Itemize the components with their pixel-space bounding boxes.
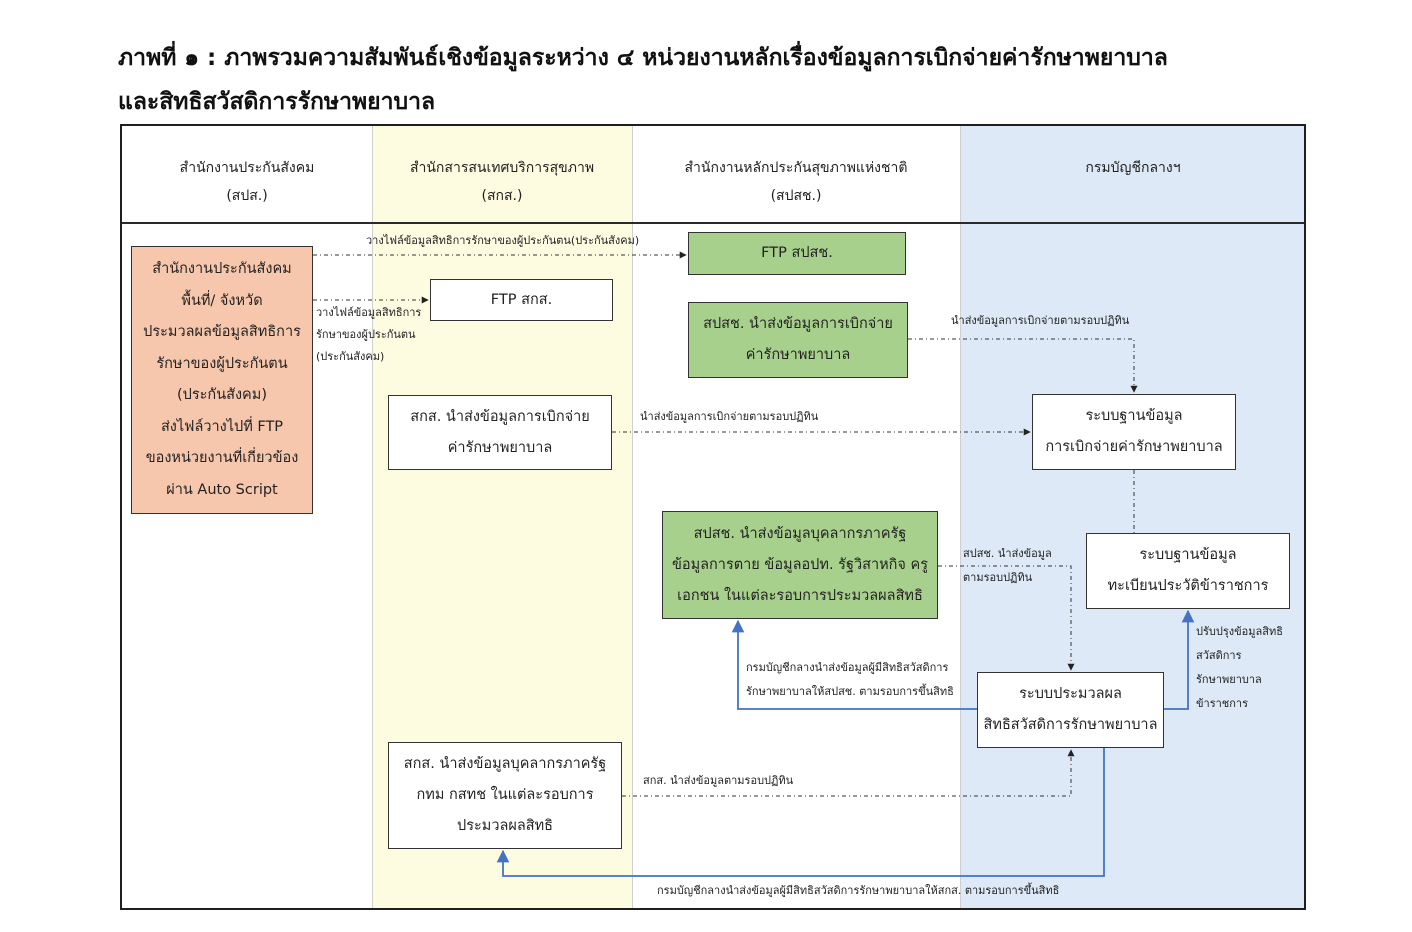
edge-label-text: ข้าราชการ [1196, 697, 1248, 710]
node-chi-claims: สกส. นำส่งข้อมูลการเบิกจ่าย ค่ารักษาพยาบ… [388, 395, 612, 470]
node-text: สิทธิสวัสดิการรักษาพยาบาล [983, 717, 1158, 733]
edge-nhso-personnel-to-processing [938, 565, 1075, 671]
edge-label-text: รักษาพยาบาล [1196, 673, 1262, 686]
lane-header-name: สำนักงานหลักประกันสุขภาพแห่งชาติ [684, 160, 908, 176]
edge-label-processing-to-registry: ปรับปรุงข้อมูลสิทธิ สวัสดิการ รักษาพยาบา… [1196, 620, 1283, 716]
node-text: ส่งไฟล์วางไปที่ FTP [160, 418, 284, 435]
node-ftp-chi: FTP สกส. [430, 279, 613, 321]
edge-label-text: ตามรอบปฏิทิน [963, 571, 1033, 584]
node-text: สปสช. นำส่งข้อมูลการเบิกจ่าย [703, 316, 893, 332]
node-text: ระบบฐานข้อมูล [1139, 547, 1237, 563]
node-text: (ประกันสังคม) [177, 387, 267, 403]
node-text: สกส. นำส่งข้อมูลการเบิกจ่าย [410, 408, 590, 425]
node-text: FTP สกส. [490, 291, 553, 308]
edge-processing-to-nhso [731, 619, 977, 710]
lane-header-name: กรมบัญชีกลางฯ [1085, 160, 1181, 176]
edge-label-sso-to-ftp-chi: วางไฟล์ข้อมูลสิทธิการ รักษาของผู้ประกันต… [316, 302, 421, 368]
node-text: การเบิกจ่ายค่ารักษาพยาบาล [1045, 439, 1223, 455]
edge-label-text: วางไฟล์ข้อมูลสิทธิการ [316, 306, 422, 319]
edge-label-text: สวัสดิการ [1196, 649, 1242, 662]
edge-label-text: สปสช. นำส่งข้อมูล [963, 547, 1052, 560]
lane-cgd [960, 126, 1304, 908]
header-divider [122, 222, 1304, 224]
edge-label-text: รักษาของผู้ประกันตน [316, 328, 416, 341]
node-text: ผ่าน Auto Script [166, 481, 278, 498]
edge-label-nhso-to-claims-db: นำส่งข้อมูลการเบิกจ่ายตามรอบปฏิทิน [951, 309, 1129, 333]
edge-label-sso-to-ftp-nhso: วางไฟล์ข้อมูลสิทธิการรักษาของผู้ประกันตน… [366, 229, 639, 253]
edge-processing-to-chi [496, 748, 1105, 877]
figure-title-line1: ภาพที่ ๑ : ภาพรวมความสัมพันธ์เชิงข้อมูลร… [118, 45, 1168, 71]
node-text: สกส. นำส่งข้อมูลบุคลากรภาครัฐ [403, 756, 607, 772]
node-text: ประมวลผลสิทธิ [456, 818, 553, 834]
lane-header-nhso: สำนักงานหลักประกันสุขภาพแห่งชาติ (สปสช.) [632, 154, 960, 210]
lane-divider [372, 126, 373, 908]
edge-label-processing-to-chi: กรมบัญชีกลางนำส่งข้อมูลผู้มีสิทธิสวัสดิก… [657, 879, 1059, 903]
lane-header-abbr: (สปสช.) [770, 188, 822, 204]
edge-label-processing-to-nhso: กรมบัญชีกลางนำส่งข้อมูลผู้มีสิทธิสวัสดิก… [746, 656, 954, 704]
node-nhso-personnel: สปสช. นำส่งข้อมูลบุคลากรภาครัฐ ข้อมูลการ… [662, 511, 938, 619]
node-text: สำนักงานประกันสังคม [152, 261, 292, 277]
node-text: ข้อมูลการตาย ข้อมูลอปท. รัฐวิสาหกิจ ครู [671, 556, 929, 573]
node-text: สปสช. นำส่งข้อมูลบุคลากรภาครัฐ [693, 525, 907, 542]
lane-header-abbr: (สกส.) [481, 188, 523, 204]
lane-header-name: สำนักงานประกันสังคม [179, 160, 315, 176]
edge-label-text: นำส่งข้อมูลการเบิกจ่ายตามรอบปฏิทิน [951, 314, 1130, 327]
lane-divider [632, 126, 633, 908]
lane-header-chi: สำนักสารสนเทศบริการสุขภาพ (สกส.) [372, 154, 632, 210]
node-registry-database: ระบบฐานข้อมูล ทะเบียนประวัติข้าราชการ [1086, 533, 1290, 609]
lane-divider [960, 126, 961, 908]
node-text: รักษาของผู้ประกันตน [156, 355, 288, 372]
node-text: ประมวลผลข้อมูลสิทธิการ [143, 324, 301, 340]
edge-label-text: รักษาพยาบาลให้สปสช. ตามรอบการขึ้นสิทธิ [746, 685, 954, 698]
lane-header-abbr: (สปส.) [226, 188, 268, 204]
node-ftp-nhso: FTP สปสช. [688, 232, 906, 275]
edge-nhso-claims-to-db [908, 338, 1138, 393]
node-text: ค่ารักษาพยาบาล [447, 439, 553, 456]
node-chi-personnel: สกส. นำส่งข้อมูลบุคลากรภาครัฐ กทม กสทช ใ… [388, 742, 622, 849]
node-text: ค่ารักษาพยาบาล [745, 347, 851, 363]
node-text: FTP สปสช. [761, 245, 833, 261]
node-text: พื้นที่/ จังหวัด [181, 292, 263, 309]
lane-header-cgd: กรมบัญชีกลางฯ [960, 154, 1306, 182]
edge-label-text: ปรับปรุงข้อมูลสิทธิ [1196, 625, 1283, 638]
edge-processing-to-registry [1164, 609, 1195, 710]
node-nhso-claims: สปสช. นำส่งข้อมูลการเบิกจ่าย ค่ารักษาพยา… [688, 302, 908, 378]
edge-label-text: สกส. นำส่งข้อมูลตามรอบปฏิทิน [643, 774, 794, 787]
node-entitlement-processing: ระบบประมวลผล สิทธิสวัสดิการรักษาพยาบาล [977, 672, 1164, 748]
node-text: ระบบประมวลผล [1019, 686, 1122, 702]
node-text: ระบบฐานข้อมูล [1085, 408, 1183, 424]
edge-label-text: วางไฟล์ข้อมูลสิทธิการรักษาของผู้ประกันตน… [366, 234, 640, 247]
edge-label-text: นำส่งข้อมูลการเบิกจ่ายตามรอบปฏิทิน [640, 410, 819, 423]
edge-label-chi-personnel-to-processing: สกส. นำส่งข้อมูลตามรอบปฏิทิน [643, 769, 793, 793]
node-sso-processing: สำนักงานประกันสังคม พื้นที่/ จังหวัด ประ… [131, 246, 313, 514]
node-text: เอกชน ในแต่ละรอบการประมวลผลสิทธิ [677, 587, 923, 604]
edge-label-chi-to-claims-db: นำส่งข้อมูลการเบิกจ่ายตามรอบปฏิทิน [640, 405, 818, 429]
edge-label-text: (ประกันสังคม) [316, 350, 385, 363]
edge-label-nhso-personnel-to-processing: สปสช. นำส่งข้อมูล ตามรอบปฏิทิน [963, 542, 1052, 590]
node-text: กทม กสทช ในแต่ละรอบการ [416, 787, 594, 803]
node-text: ของหน่วยงานที่เกี่ยวข้อง [145, 450, 299, 466]
edge-label-text: กรมบัญชีกลางนำส่งข้อมูลผู้มีสิทธิสวัสดิก… [657, 884, 1060, 897]
lane-header-name: สำนักสารสนเทศบริการสุขภาพ [409, 160, 595, 176]
lane-header-sso: สำนักงานประกันสังคม (สปส.) [122, 154, 372, 210]
edge-label-text: กรมบัญชีกลางนำส่งข้อมูลผู้มีสิทธิสวัสดิก… [746, 661, 949, 674]
figure-title-line2: และสิทธิสวัสดิการรักษาพยาบาล [118, 89, 436, 115]
node-text: ทะเบียนประวัติข้าราชการ [1107, 578, 1269, 594]
node-claims-database: ระบบฐานข้อมูล การเบิกจ่ายค่ารักษาพยาบาล [1032, 394, 1236, 470]
